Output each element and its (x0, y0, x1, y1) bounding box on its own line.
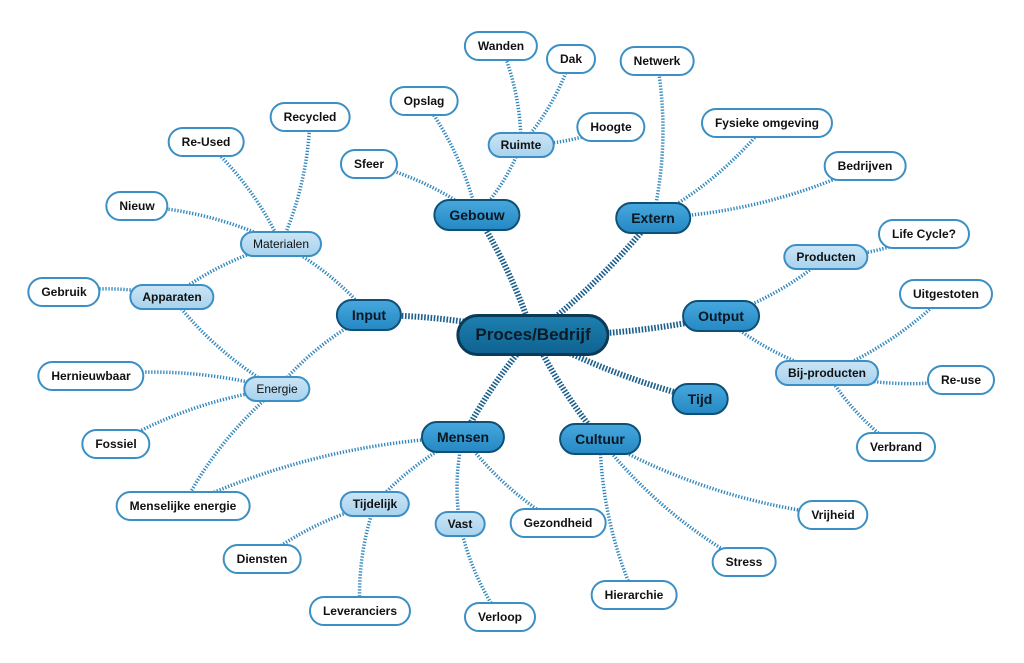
node-hoogte: Hoogte (576, 112, 646, 142)
node-hernieuwbaar: Hernieuwbaar (37, 361, 145, 391)
node-vast: Vast (434, 511, 486, 537)
connector-cultuur-hierarchie (598, 438, 636, 596)
connector-materialen-recycled (279, 116, 312, 245)
node-reused: Re-Used (167, 127, 245, 157)
node-output: Output (682, 300, 760, 332)
node-tijd: Tijd (671, 383, 729, 415)
node-extern: Extern (615, 202, 691, 234)
connector-output-producten (720, 255, 828, 318)
node-gezondheid: Gezondheid (509, 508, 607, 538)
node-leveranciers: Leveranciers (308, 596, 412, 626)
node-diensten: Diensten (222, 544, 302, 574)
node-verbrand: Verbrand (855, 432, 937, 462)
node-uitgestoten: Uitgestoten (899, 279, 993, 309)
node-fysieke: Fysieke omgeving (700, 108, 834, 138)
connector-extern-netwerk (651, 60, 665, 219)
connector-output-bijproducten (719, 314, 828, 375)
node-menselijke: Menselijke energie (115, 491, 251, 521)
node-nieuw: Nieuw (105, 191, 169, 221)
node-input: Input (335, 299, 403, 331)
node-energie: Energie (243, 376, 311, 402)
connector-cultuur-stress (598, 437, 745, 564)
node-cultuur: Cultuur (559, 423, 641, 455)
connector-energie-menselijke (181, 387, 279, 507)
node-netwerk: Netwerk (619, 46, 695, 76)
node-bedrijven: Bedrijven (823, 151, 907, 181)
node-bijproducten: Bij-producten (775, 360, 879, 386)
connector-tijdelijk-diensten (260, 502, 376, 561)
node-root: Proces/Bedrijf (456, 314, 610, 356)
node-materialen: Materialen (239, 231, 323, 257)
node-tijdelijk: Tijdelijk (339, 491, 411, 517)
node-fossiel: Fossiel (81, 429, 151, 459)
connector-tijdelijk-leveranciers (357, 503, 377, 612)
node-mensen: Mensen (420, 421, 506, 453)
node-apparaten: Apparaten (129, 284, 215, 310)
node-gebouw: Gebouw (433, 199, 521, 231)
node-recycled: Recycled (269, 102, 351, 132)
connector-gebouw-sfeer (368, 162, 479, 217)
node-ruimte: Ruimte (487, 132, 555, 158)
node-hierarchie: Hierarchie (590, 580, 678, 610)
node-wanden: Wanden (463, 31, 539, 61)
node-reuse: Re-use (926, 365, 996, 395)
connector-materialen-reused (204, 140, 283, 245)
node-stress: Stress (711, 547, 777, 577)
node-gebruik: Gebruik (27, 277, 101, 307)
node-vrijheid: Vrijheid (797, 500, 869, 530)
node-dak: Dak (545, 44, 597, 74)
node-producten: Producten (783, 244, 869, 270)
node-sfeer: Sfeer (339, 149, 399, 179)
node-verloop: Verloop (463, 602, 537, 632)
connector-gebouw-opslag (422, 99, 479, 216)
node-opslag: Opslag (389, 86, 459, 116)
node-lifecycle: Life Cycle? (877, 219, 971, 249)
